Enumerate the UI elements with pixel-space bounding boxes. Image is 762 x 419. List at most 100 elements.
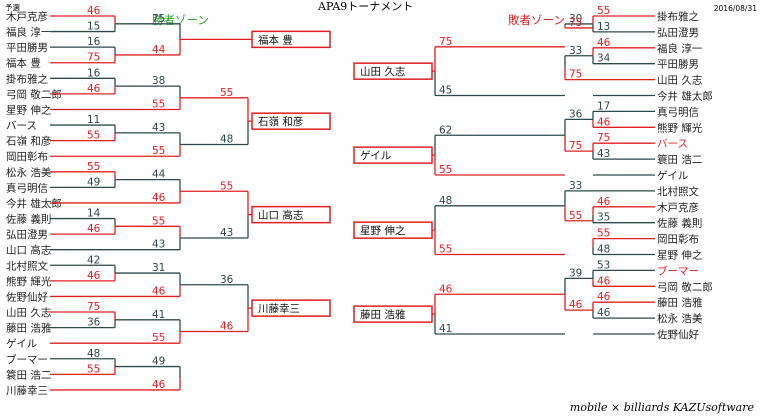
match-score: 43 [220, 227, 233, 239]
right-winner-name: 星野 伸之 [360, 224, 406, 237]
left-player-name: 北村照文 [6, 259, 48, 272]
left-player-name: 平田勝男 [6, 41, 48, 54]
match-score: 55 [569, 210, 582, 222]
match-score: 46 [597, 37, 611, 49]
match-score: 55 [152, 332, 165, 344]
match-score: 62 [439, 124, 452, 136]
right-player-name: 真弓明信 [657, 105, 699, 118]
left-winner-name: 山口 高志 [258, 209, 303, 222]
right-player-name: 藤田 浩雅 [657, 296, 703, 309]
match-score: 75 [569, 69, 582, 81]
match-score: 39 [569, 267, 582, 279]
left-player-name: 川藤幸三 [6, 385, 48, 397]
match-score: 16 [87, 36, 101, 48]
left-winner-box [251, 30, 331, 49]
match-score: 55 [152, 215, 165, 227]
match-score: 55 [439, 164, 452, 176]
match-score: 45 [439, 85, 452, 97]
right-winner-box [353, 146, 433, 164]
yosen-label: 予選 [5, 2, 20, 12]
match-score: 55 [152, 145, 165, 157]
match-score: 55 [152, 98, 165, 110]
match-score: 35 [597, 212, 610, 224]
match-score: 17 [597, 100, 610, 112]
match-score: 55 [597, 5, 610, 17]
right-player-name: ゲイル [657, 170, 688, 182]
left-player-name: 松永 浩美 [6, 166, 52, 179]
left-player-name: 星野 伸之 [6, 103, 52, 116]
match-score: 36 [87, 317, 101, 329]
right-winner-box [353, 305, 433, 323]
left-player-name: 福本 豊 [6, 57, 41, 70]
left-player-name: 掛布雅之 [6, 72, 48, 85]
match-score: 48 [597, 244, 610, 256]
match-score: 46 [597, 116, 611, 128]
match-score: 46 [152, 285, 166, 297]
left-winner-box [251, 205, 331, 224]
match-score: 53 [597, 259, 610, 271]
match-score: 75 [439, 36, 452, 48]
match-score: 46 [220, 320, 234, 332]
right-player-name: 平田勝男 [657, 58, 699, 71]
left-player-name: 山口 高志 [6, 244, 51, 257]
match-score: 36 [569, 108, 583, 120]
left-winner-box [251, 112, 331, 130]
right-player-name: 松永 浩美 [657, 312, 703, 325]
match-score: 48 [220, 134, 233, 146]
match-score: 46 [87, 223, 101, 235]
match-score: 75 [87, 301, 100, 313]
match-score: 75 [569, 17, 582, 29]
left-player-name: 岡田彰布 [6, 150, 48, 163]
date-label: 2016/08/31 [714, 4, 757, 13]
match-score: 16 [87, 67, 101, 79]
right-player-name: バース [657, 138, 688, 150]
match-score: 46 [152, 192, 166, 204]
footer-credit: mobile × billiards KAZUsoftware [570, 401, 755, 414]
match-score: 31 [152, 262, 165, 274]
left-winner-name: 川藤幸三 [258, 303, 300, 315]
match-score: 43 [152, 122, 165, 134]
right-player-name: 佐野仙好 [657, 328, 699, 341]
right-player-name: 山田 久志 [657, 74, 702, 87]
match-score: 38 [152, 75, 165, 87]
match-score: 43 [152, 239, 165, 251]
match-score: 46 [597, 196, 611, 208]
left-player-name: 真弓明信 [6, 181, 48, 194]
match-score: 49 [152, 356, 165, 368]
match-score: 46 [87, 270, 101, 282]
right-winner-name: 山田 久志 [360, 65, 405, 78]
right-winner-name: ゲイル [360, 150, 391, 162]
match-score: 15 [87, 21, 100, 33]
right-player-name: 簑田 浩二 [657, 154, 702, 166]
left-winner-box [251, 299, 331, 317]
match-score: 46 [597, 275, 611, 287]
left-player-name: 簑田 浩二 [6, 369, 51, 381]
match-score: 42 [87, 254, 100, 266]
match-score: 46 [439, 283, 453, 295]
match-score: 55 [87, 161, 100, 173]
match-score: 55 [87, 363, 100, 375]
left-player-name: 弓岡 敬二郎 [6, 88, 62, 101]
right-player-name: 佐藤 義則 [657, 217, 702, 230]
match-score: 11 [87, 114, 100, 126]
match-score: 41 [439, 323, 452, 335]
match-score: 55 [439, 244, 452, 256]
match-score: 75 [569, 140, 582, 152]
match-score: 13 [597, 21, 610, 33]
right-winner-name: 藤田 浩雅 [360, 308, 406, 321]
match-score: 48 [439, 195, 452, 207]
left-player-name: 今井 雄太郎 [6, 197, 62, 210]
left-winner-name: 石嶺 和彦 [258, 115, 303, 128]
match-score: 30 [569, 13, 582, 25]
match-score: 36 [220, 274, 234, 286]
match-score: 14 [87, 208, 101, 220]
match-score: 46 [569, 299, 583, 311]
right-player-name: 弘田澄男 [657, 26, 699, 39]
right-player-name: 今井 雄太郎 [657, 90, 713, 103]
right-player-name: 北村照文 [657, 185, 699, 198]
left-player-name: 石嶺 和彦 [6, 135, 51, 148]
page-title: APA9トーナメント [317, 0, 413, 13]
right-player-name: 福良 淳一 [657, 42, 703, 55]
right-winner-box [353, 221, 433, 239]
